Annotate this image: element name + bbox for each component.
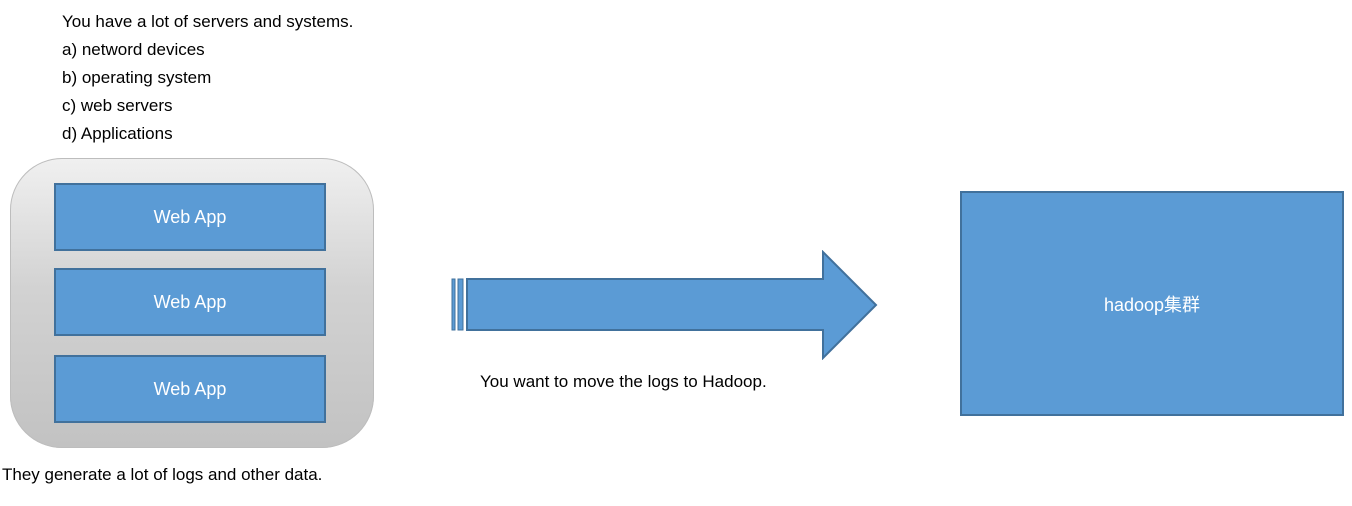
flow-arrow — [451, 250, 878, 360]
arrow-tail-stripe — [451, 278, 456, 331]
intro-item: c) web servers — [62, 96, 173, 115]
intro-heading: You have a lot of servers and systems. — [62, 12, 354, 31]
logs-caption: They generate a lot of logs and other da… — [2, 465, 323, 484]
server-group: Web App Web App Web App — [10, 158, 374, 448]
arrow-tail-stripe — [457, 278, 464, 331]
web-app-box: Web App — [54, 183, 326, 251]
hadoop-cluster-label: hadoop集群 — [1103, 294, 1201, 315]
web-app-box: Web App — [54, 355, 326, 423]
arrow-body — [466, 250, 878, 360]
intro-item: d) Applications — [62, 124, 173, 143]
intro-text: You have a lot of servers and systems. a… — [62, 8, 353, 148]
web-app-box: Web App — [54, 268, 326, 336]
intro-item: b) operating system — [62, 68, 212, 87]
hadoop-cluster-box: hadoop集群 — [960, 191, 1344, 416]
intro-item: a) netword devices — [62, 40, 205, 59]
move-logs-caption: You want to move the logs to Hadoop. — [480, 372, 767, 391]
